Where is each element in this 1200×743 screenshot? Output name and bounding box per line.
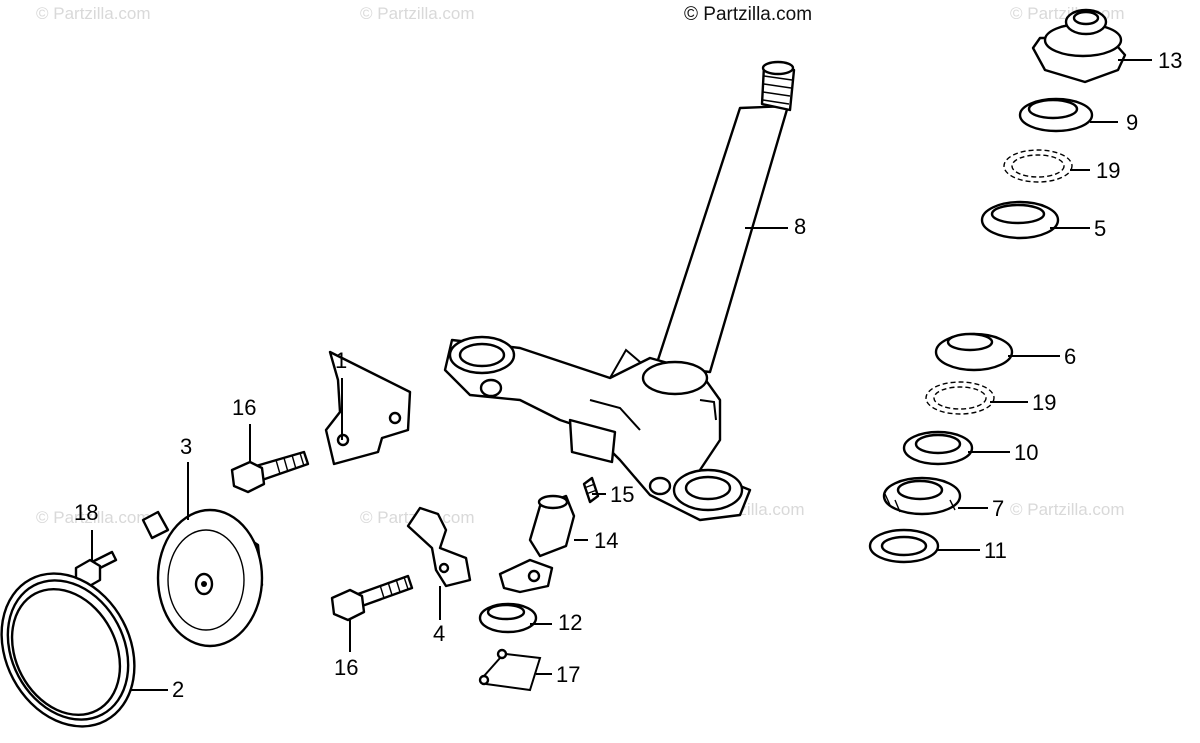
callout-1: 1 [335,348,348,373]
callout-19: 19 [1096,158,1121,183]
bolt-part [330,574,414,622]
callout-7: 7 [992,496,1005,521]
leader-lines [91,59,1152,692]
callout-18: 18 [74,500,99,525]
callout-13: 13 [1158,48,1183,73]
horn-part [141,508,264,648]
top-bearing-stack [980,8,1127,240]
callout-6: 6 [1064,344,1077,369]
watermark: © Partzilla.com [1010,500,1125,519]
steering-stem-part [443,60,796,522]
horn-cover-part [0,572,136,728]
callout-5: 5 [1094,216,1107,241]
callout-17: 17 [556,662,581,687]
callout-9: 9 [1126,110,1139,135]
callout-8: 8 [794,214,807,239]
bottom-bearing-stack [868,332,1014,564]
callout-16: 16 [232,395,257,420]
watermark: © Partzilla.com [360,4,475,23]
callout-16: 16 [334,655,359,680]
watermark: © Partzilla.com [36,4,151,23]
callout-2: 2 [172,677,185,702]
callout-14: 14 [594,528,619,553]
lock-cylinder-group [478,476,600,686]
callout-3: 3 [180,434,193,459]
watermark: © Partzilla.com [36,508,151,527]
callout-4: 4 [433,621,446,646]
callout-12: 12 [558,610,583,635]
clamp-part [406,506,472,588]
callout-11: 11 [984,538,1007,563]
callout-19: 19 [1032,390,1057,415]
callout-15: 15 [610,482,635,507]
copyright-text: © Partzilla.com [684,4,813,25]
bolt-part [230,450,310,494]
callout-10: 10 [1014,440,1039,465]
